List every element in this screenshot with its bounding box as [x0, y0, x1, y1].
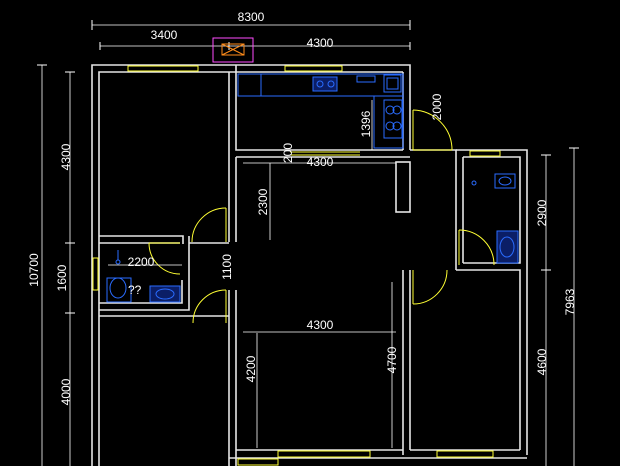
- dim-corridor-small: 200: [281, 143, 295, 163]
- bath1-fixtures: ??: [106, 250, 181, 303]
- wall-pillar: [395, 161, 411, 213]
- dim-right-lower: 4600: [535, 348, 549, 375]
- wall-kitchen-bottom: [235, 65, 403, 151]
- dim-corridor-width: 4300: [307, 155, 334, 169]
- wall-bath1-top: [99, 235, 184, 244]
- dim-left-total: 10700: [27, 253, 41, 287]
- dim-bath-width: 2200: [128, 255, 155, 269]
- wall-bath1-right-inner: [99, 280, 183, 304]
- toilet-symbol: ??: [128, 283, 142, 297]
- dim-kitchen-depth: 1396: [359, 110, 373, 137]
- dim-lower-left-h: 4200: [244, 355, 258, 382]
- door-kitchen: [412, 109, 453, 151]
- window-bath2: [469, 150, 501, 157]
- wall-bath1-right: [99, 236, 190, 311]
- window-bedroom1: [127, 65, 199, 72]
- dim-kitchen-right: 2000: [430, 93, 444, 120]
- dim-top-right: 4300: [307, 36, 334, 50]
- door-bedroom1: [191, 207, 227, 243]
- dim-top-left: 3400: [151, 28, 178, 42]
- dim-left-lower: 4000: [59, 378, 73, 405]
- window-bath1: [92, 257, 99, 291]
- door-bottom-left: [237, 458, 279, 466]
- wall-bedroom3-right: [456, 269, 521, 450]
- wall-outer-top-left: [91, 64, 411, 466]
- wall-right-outer: [456, 149, 528, 455]
- dim-door-gap: 1100: [220, 254, 234, 280]
- dim-left-mid: 1600: [55, 264, 69, 291]
- dim-top-total: 8300: [238, 10, 265, 24]
- bath2-fixtures: [471, 173, 519, 264]
- kitchen-stove: [383, 99, 403, 139]
- exhaust-vent-icon: [212, 37, 254, 63]
- kitchen-counter: [237, 73, 404, 97]
- window-corridor: [290, 151, 360, 156]
- door-bedroom3: [412, 269, 448, 305]
- dim-living-height: 2300: [256, 188, 270, 215]
- window-kitchen: [284, 65, 343, 72]
- dim-left-upper: 4300: [59, 143, 73, 170]
- dim-lower-width: 4300: [307, 318, 334, 332]
- wall-outer-top-left-inner: [98, 71, 403, 466]
- wall-bath2-left: [410, 149, 457, 270]
- wall-bath2-inner: [463, 156, 521, 264]
- window-living: [277, 450, 371, 458]
- dim-right-upper: 2900: [535, 199, 549, 226]
- dim-right-total: 7963: [563, 288, 577, 315]
- window-bedroom3: [436, 450, 494, 458]
- kitchen-counter-side: [373, 95, 404, 149]
- door-bath2: [458, 229, 495, 266]
- door-bedroom2: [192, 289, 227, 324]
- dim-lower-right-h: 4700: [385, 346, 399, 373]
